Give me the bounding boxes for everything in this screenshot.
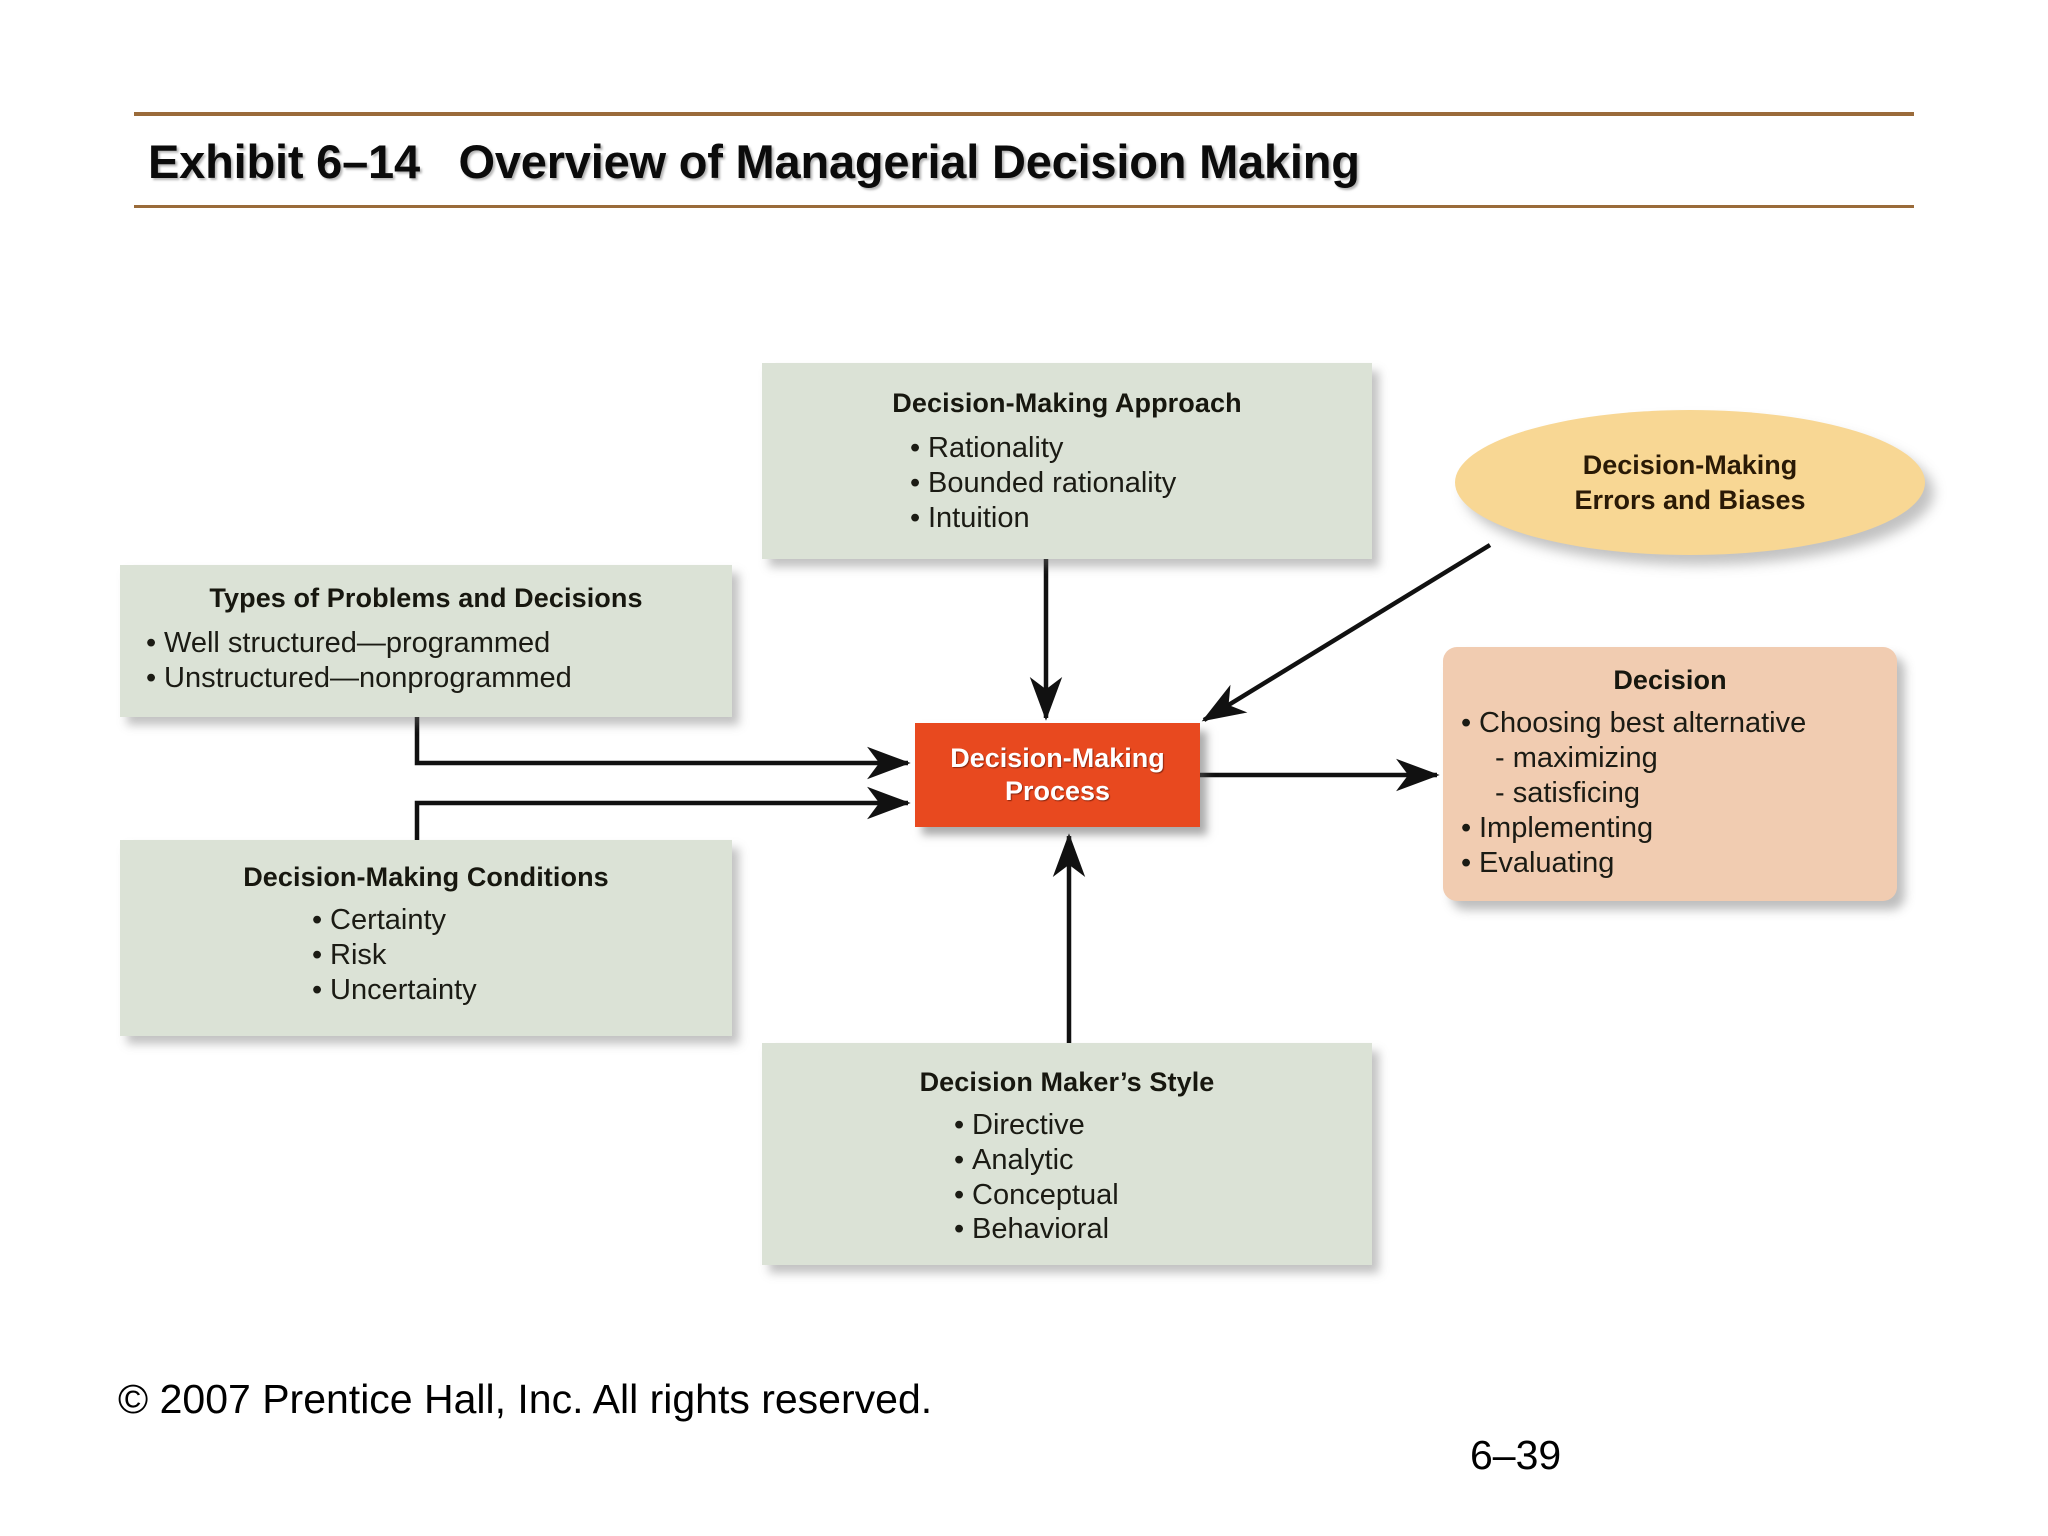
node-approach-bullets: •Rationality •Bounded rationality •Intui…: [762, 419, 1372, 535]
node-decision[interactable]: Decision •Choosing best alternative - ma…: [1443, 647, 1897, 901]
node-errors-line2: Errors and Biases: [1574, 484, 1806, 515]
node-types-title: Types of Problems and Decisions: [209, 583, 643, 613]
list-item: - maximizing: [1495, 742, 1658, 775]
list-item: •Uncertainty: [312, 973, 477, 1006]
bullet-dot-icon: •: [1461, 812, 1472, 845]
node-errors-label: Decision-Making Errors and Biases: [1574, 448, 1805, 516]
slide-header: Exhibit 6–14 Overview of Managerial Deci…: [134, 112, 1914, 208]
footer-copyright: © 2007 Prentice Hall, Inc. All rights re…: [118, 1376, 933, 1422]
list-item: •Analytic: [954, 1143, 1074, 1176]
node-process-line2: Process: [1004, 776, 1111, 806]
bullet-dot-icon: •: [146, 627, 157, 659]
bullet-dot-icon: •: [954, 1143, 965, 1176]
node-decision-making-process[interactable]: Decision-Making Process: [915, 723, 1200, 827]
list-item: •Behavioral: [954, 1213, 1110, 1246]
node-decision-title: Decision: [1613, 665, 1727, 695]
node-decision-making-errors-and-biases[interactable]: Decision-Making Errors and Biases: [1455, 410, 1925, 555]
node-style-title: Decision Maker’s Style: [919, 1067, 1215, 1097]
bullet-dot-icon: •: [1461, 707, 1472, 739]
bullet-dot-icon: •: [312, 904, 323, 936]
list-item: •Evaluating: [1461, 846, 1897, 881]
node-approach-title: Decision-Making Approach: [892, 388, 1242, 418]
bullet-dot-icon: •: [312, 938, 323, 971]
list-item: •Implementing: [1461, 811, 1897, 846]
node-decision-bullets: •Choosing best alternative - maximizing …: [1443, 696, 1897, 881]
list-item: •Bounded rationality: [910, 466, 1177, 499]
node-process-line1: Decision-Making: [950, 743, 1165, 774]
bullet-dot-icon: •: [954, 1178, 965, 1211]
bullet-dot-icon: •: [954, 1213, 965, 1246]
edge-types-to-process: [414, 717, 911, 780]
bullet-dot-icon: •: [910, 501, 921, 534]
edge-conditions-to-process: [414, 786, 911, 840]
list-item: •Well structured—programmed: [146, 627, 551, 659]
list-item: - satisficing: [1495, 777, 1641, 810]
node-types-bullets: •Well structured—programmed •Unstructure…: [120, 614, 732, 696]
bullet-dot-icon: •: [1461, 847, 1472, 880]
node-errors-line1: Decision-Making: [1582, 450, 1798, 481]
bullet-dot-icon: •: [910, 466, 921, 499]
bullet-dot-icon: •: [910, 432, 921, 464]
node-style-bullets: •Directive •Analytic •Conceptual •Behavi…: [762, 1098, 1372, 1247]
bullet-dot-icon: •: [954, 1109, 965, 1141]
page-title: Exhibit 6–14 Overview of Managerial Deci…: [148, 135, 1360, 188]
header-rule-bottom: [134, 205, 1914, 208]
list-item: •Conceptual: [954, 1178, 1119, 1211]
footer-page-number: 6–39: [1470, 1432, 1562, 1478]
list-item: •Choosing best alternative: [1461, 706, 1897, 741]
node-types-of-problems-and-decisions[interactable]: Types of Problems and Decisions •Well st…: [120, 565, 732, 717]
list-item: •Intuition: [910, 501, 1030, 534]
node-decision-making-approach[interactable]: Decision-Making Approach •Rationality •B…: [762, 363, 1372, 559]
node-decision-makers-style[interactable]: Decision Maker’s Style •Directive •Analy…: [762, 1043, 1372, 1265]
list-item: •Certainty: [312, 904, 447, 936]
node-conditions-bullets: •Certainty •Risk •Uncertainty: [120, 893, 732, 1007]
bullet-dot-icon: •: [146, 661, 157, 694]
list-item: •Unstructured—nonprogrammed: [146, 661, 572, 694]
list-item: •Directive: [954, 1109, 1085, 1141]
node-decision-making-conditions[interactable]: Decision-Making Conditions •Certainty •R…: [120, 840, 732, 1036]
list-item: •Rationality: [910, 432, 1064, 464]
bullet-dot-icon: •: [312, 973, 323, 1006]
node-conditions-title: Decision-Making Conditions: [243, 862, 609, 892]
list-item: •Risk: [312, 938, 387, 971]
header-rule-top: [134, 112, 1914, 116]
node-process-label: Decision-Making Process: [950, 742, 1165, 808]
